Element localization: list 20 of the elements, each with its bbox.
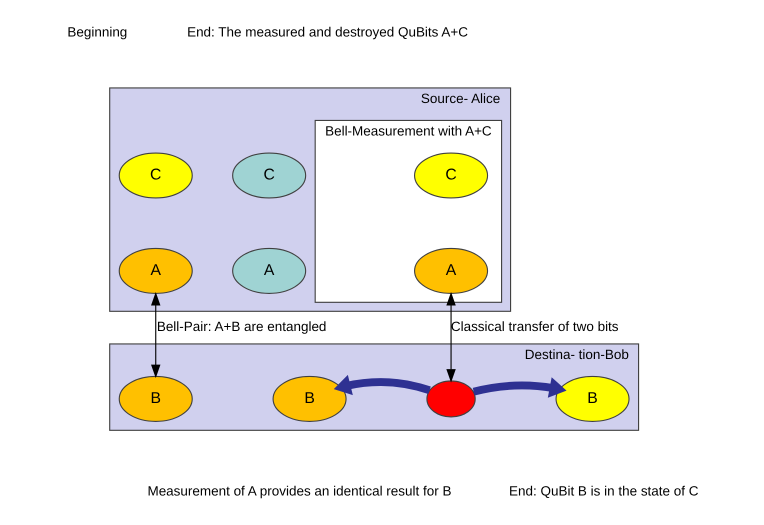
label: End: QuBit B is in the state of C	[509, 484, 698, 499]
edge-label: Classical transfer of two bits	[450, 319, 619, 334]
label: Beginning	[67, 24, 128, 40]
arrow	[446, 292, 456, 383]
arrow	[334, 374, 431, 396]
node-ellipse: C	[118, 152, 193, 198]
label: Measurement of A provides an identical result for B	[147, 484, 452, 499]
node-ellipse: B	[272, 376, 347, 422]
arrow	[472, 377, 567, 398]
node-ellipse: B	[118, 376, 193, 422]
node-ellipse: C	[414, 152, 488, 198]
node-circle	[426, 380, 476, 418]
node-ellipse: A	[232, 248, 306, 294]
arrow	[151, 292, 160, 378]
node-ellipse: B	[555, 376, 630, 422]
edge-label: Bell-Pair: A+B are entangled	[156, 319, 326, 334]
node-ellipse: A	[414, 248, 488, 294]
node-ellipse: A	[118, 248, 193, 294]
node-ellipse: C	[232, 152, 306, 198]
label: End: The measured and destroyed QuBits A+C	[187, 24, 468, 40]
